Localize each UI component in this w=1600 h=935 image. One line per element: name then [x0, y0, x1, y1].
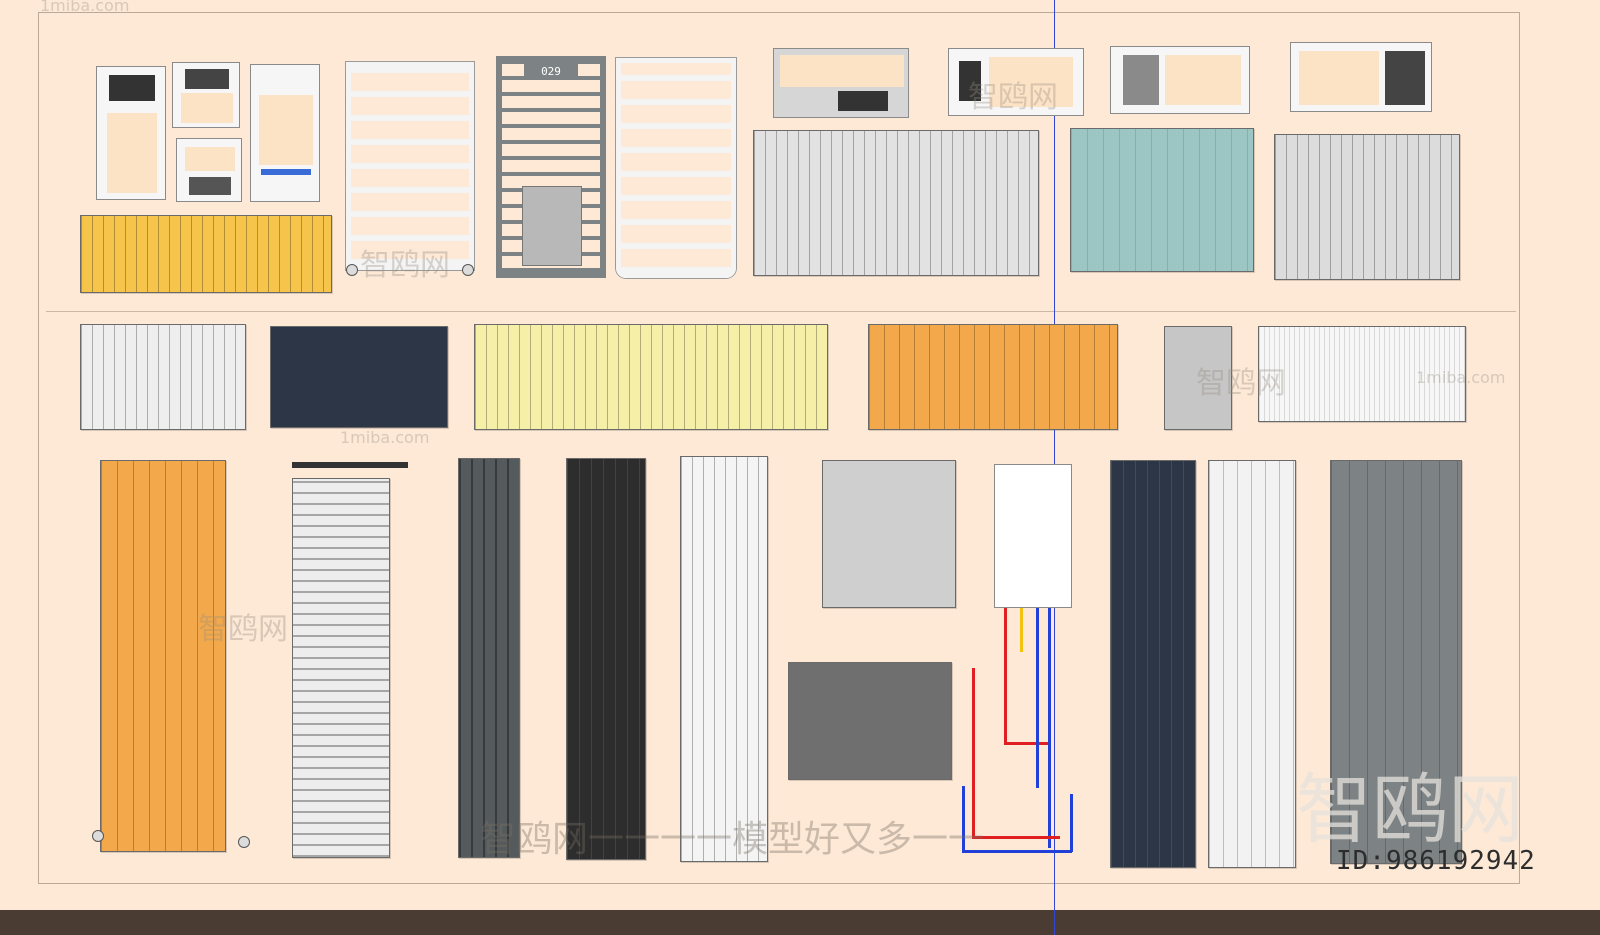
rack-display: 029: [524, 64, 578, 80]
watermark-brand-long: 智鸥网一一一一模型好又多一一: [480, 819, 985, 860]
valve-icon: [462, 264, 474, 276]
gray-panel-small: [1164, 326, 1232, 430]
light-panel: [780, 55, 904, 87]
pipe-blue: [962, 850, 1072, 853]
watermark-brand: 智鸥网: [198, 612, 288, 647]
ceiling-heater-3: [1110, 46, 1250, 114]
gray-column-radiator: [1274, 134, 1460, 280]
vent-grille-icon: [959, 61, 981, 101]
light-panel: [181, 93, 233, 123]
watermark-site-right: 1miba.com: [1416, 368, 1506, 387]
orange-vertical-radiator: [100, 460, 226, 852]
light-gray-panel: [822, 460, 956, 608]
white-column-radiator-small: [80, 324, 246, 430]
watermark-site-mid: 1miba.com: [340, 428, 430, 447]
bath-heater-panel: [96, 66, 166, 200]
towel: [522, 186, 582, 266]
model-id-label: ID:986192942: [1336, 846, 1536, 876]
white-vertical-tube-radiator: [1208, 460, 1296, 868]
pipe-red: [972, 836, 1060, 839]
white-curved-towel-rack: [616, 58, 736, 278]
ceiling-heater-2: [948, 48, 1084, 116]
valve-icon: [238, 836, 250, 848]
gray-vertical-panel-radiator: [1330, 460, 1462, 864]
orange-column-radiator: [868, 324, 1118, 430]
white-vertical-column-radiator: [680, 456, 768, 862]
black-vertical-radiator: [566, 458, 646, 860]
pipe-blue: [1070, 794, 1073, 852]
light-panel: [185, 147, 235, 171]
teal-panel-radiator: [1070, 128, 1254, 272]
watermark-brand: 智鸥网: [360, 248, 450, 283]
bath-heater-small: [176, 138, 242, 202]
bath-heater-square: [172, 62, 240, 128]
bottom-edge: [0, 910, 1600, 935]
top-pipe: [292, 462, 408, 468]
gray-panel-radiator: [788, 662, 952, 780]
wall-boiler: [994, 464, 1072, 608]
vent-grille-icon: [838, 91, 888, 111]
pipe-blue: [962, 786, 965, 852]
vent-grille-icon: [109, 75, 155, 101]
watermark-brand: 智鸥网: [1196, 366, 1286, 401]
row-divider: [46, 311, 1516, 312]
valve-icon: [346, 264, 358, 276]
pipe-red: [1004, 608, 1007, 744]
display-strip: [261, 169, 311, 175]
navy-vertical-radiator: [1110, 460, 1196, 868]
vent-grille-icon: [185, 69, 229, 89]
pipe-blue: [1036, 608, 1039, 788]
ceiling-heater-4: [1290, 42, 1432, 112]
pale-yellow-column-radiator: [474, 324, 828, 430]
pipe-red: [1004, 742, 1048, 745]
vent-grille-icon: [1123, 55, 1159, 105]
navy-panel-radiator: [270, 326, 448, 428]
silver-column-radiator: [753, 130, 1039, 276]
gray-towel-rack: 029: [496, 56, 606, 278]
pipe-blue: [1048, 608, 1051, 848]
white-panel-radiator: [1258, 326, 1466, 422]
white-towel-rack: [346, 62, 474, 270]
light-panel: [107, 113, 157, 193]
bath-heater-tall: [250, 64, 320, 202]
silver-vertical-towel-radiator: [292, 478, 390, 858]
vent-grille-icon: [1385, 51, 1425, 105]
pipe-yellow: [1020, 608, 1023, 652]
yellow-column-radiator: [80, 215, 332, 293]
watermark-brand: 智鸥网: [968, 80, 1058, 115]
ceiling-heater-1: [773, 48, 909, 118]
valve-icon: [92, 830, 104, 842]
light-panel: [1299, 51, 1379, 105]
scene-frame: [38, 12, 1520, 884]
pipe-red: [972, 668, 975, 838]
vent-grille-icon: [189, 177, 231, 195]
watermark-site-top: 1miba.com: [40, 0, 130, 15]
light-panel: [1165, 55, 1241, 105]
watermark-brand-large: 智鸥网: [1296, 765, 1524, 854]
light-panel: [259, 95, 313, 165]
light-panel: [989, 57, 1073, 107]
dark-gray-vertical-radiator: [458, 458, 520, 858]
